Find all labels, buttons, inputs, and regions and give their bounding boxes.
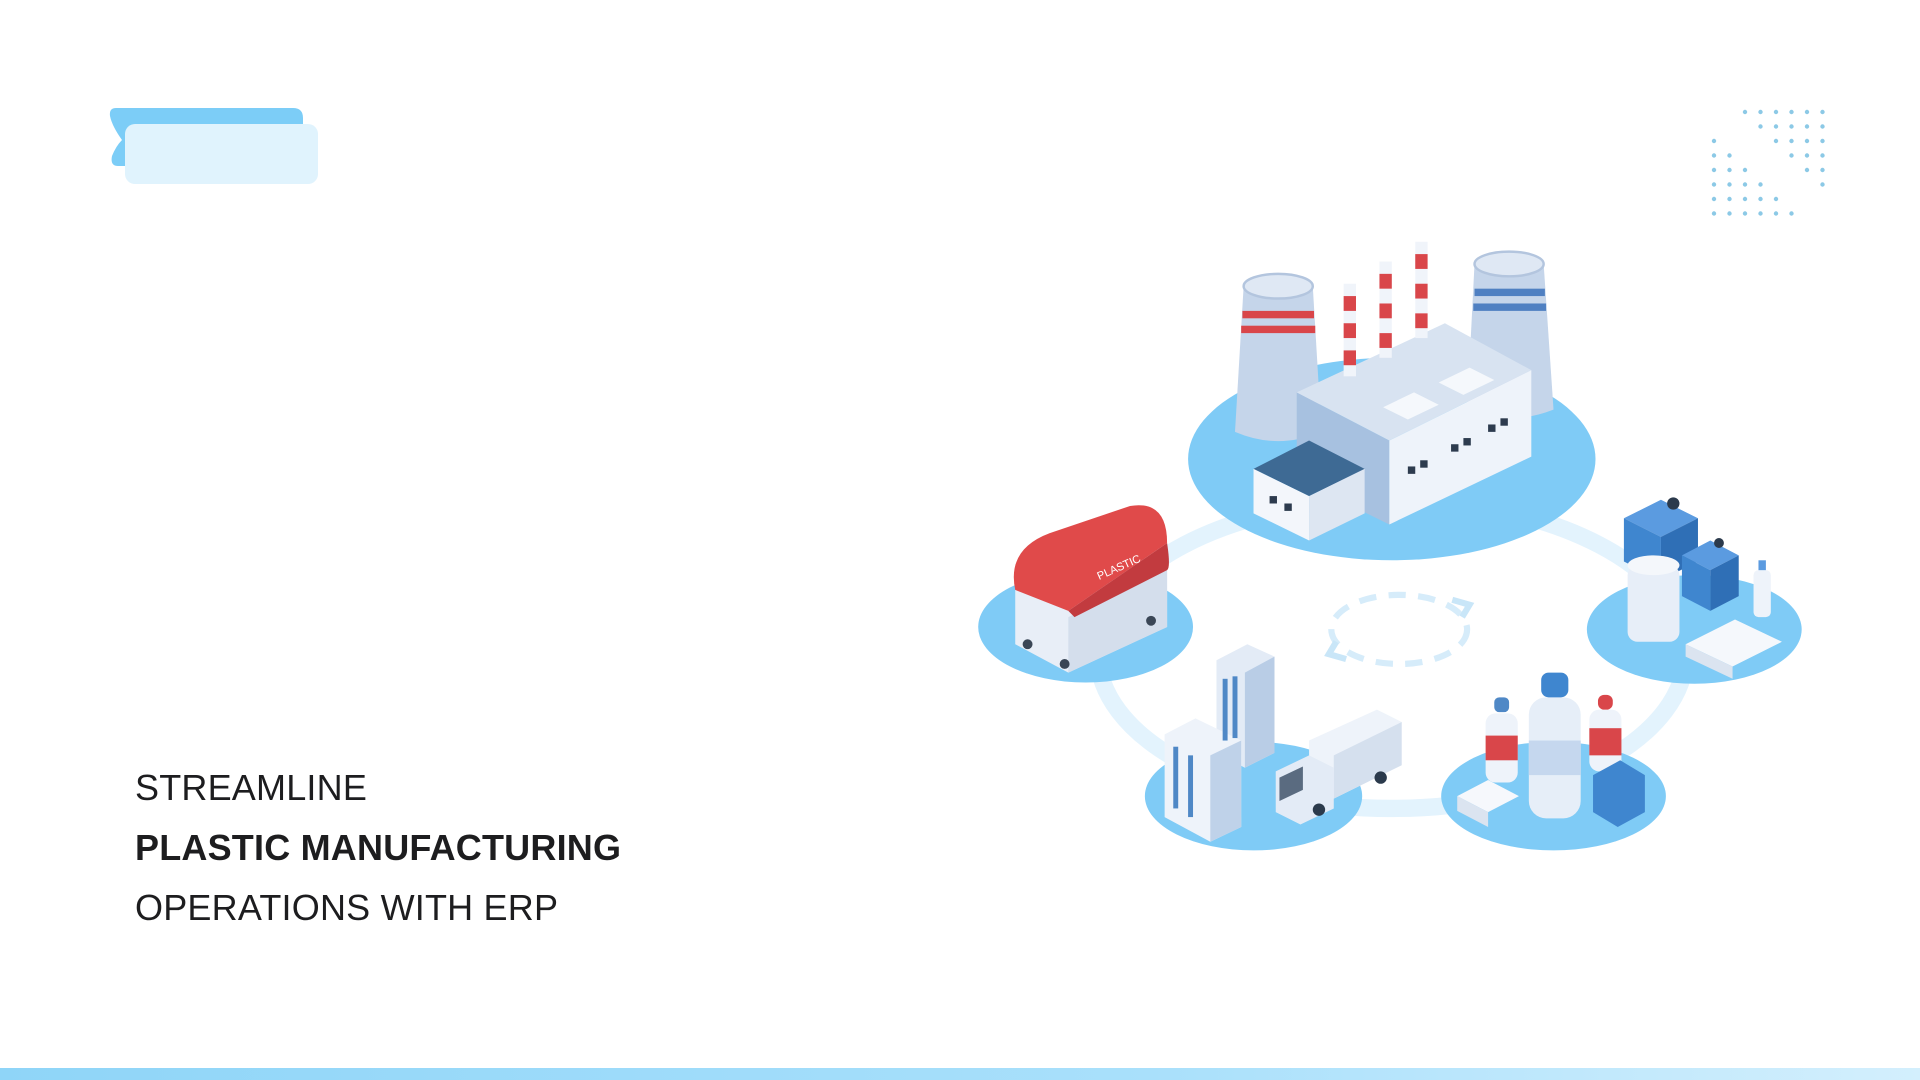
bottom-accent-bar <box>0 1068 1920 1080</box>
cycle-arrows-icon <box>1324 591 1475 668</box>
pattern-dot <box>1820 124 1825 129</box>
pattern-dot <box>1789 138 1794 144</box>
pattern-dot <box>1773 109 1779 115</box>
pattern-dot <box>1727 211 1732 216</box>
pattern-dot <box>1804 124 1810 129</box>
pattern-dot <box>1773 138 1779 144</box>
plastic-recycling-bin-icon: PLASTIC <box>1013 505 1169 673</box>
pattern-dot <box>1758 109 1763 115</box>
pattern-dot <box>1804 153 1810 158</box>
pattern-dot <box>1820 182 1825 187</box>
pattern-dot <box>1711 153 1717 158</box>
pattern-dot <box>1758 211 1763 216</box>
pattern-dot <box>1758 196 1763 202</box>
pattern-dot <box>1758 124 1763 129</box>
factory-icon <box>1235 241 1554 541</box>
headline-line-2: PLASTIC MANUFACTURING <box>135 827 622 868</box>
pattern-dot <box>1742 196 1748 202</box>
pattern-dot <box>1804 138 1810 144</box>
pattern-dot <box>1742 167 1748 173</box>
pattern-dot <box>1789 153 1794 158</box>
pattern-dot <box>1742 182 1748 187</box>
pattern-dot <box>1789 124 1794 129</box>
pattern-dot <box>1742 109 1748 115</box>
pattern-dot <box>1711 196 1717 202</box>
dot-pattern-decoration <box>1711 109 1825 216</box>
pattern-dot <box>1820 167 1825 173</box>
logo-front-card <box>125 124 318 184</box>
pattern-dot <box>1711 167 1717 173</box>
headline: STREAMLINE PLASTIC MANUFACTURING OPERATI… <box>135 758 621 938</box>
plastic-containers-icon <box>1623 497 1782 679</box>
pattern-dot <box>1711 138 1717 144</box>
pattern-dot <box>1804 167 1810 173</box>
pattern-dot <box>1789 211 1794 216</box>
brand-logo <box>109 108 318 184</box>
plastic-bottles-icon <box>1457 672 1645 827</box>
pattern-dot <box>1727 182 1732 187</box>
pattern-dot <box>1820 109 1825 115</box>
pattern-dot <box>1758 182 1763 187</box>
city-and-delivery-truck-icon <box>1164 644 1402 842</box>
plastic-manufacturing-cycle-illustration: PLASTIC <box>978 241 1802 851</box>
pattern-dot <box>1773 196 1779 202</box>
headline-line-1: STREAMLINE <box>135 767 368 808</box>
pattern-dot <box>1820 153 1825 158</box>
pattern-dot <box>1804 109 1810 115</box>
pattern-dot <box>1727 167 1732 173</box>
headline-line-3: OPERATIONS WITH ERP <box>135 887 559 928</box>
pattern-dot <box>1789 109 1794 115</box>
pattern-dot <box>1773 124 1779 129</box>
pattern-dot <box>1727 196 1732 202</box>
pattern-dot <box>1711 211 1717 216</box>
pattern-dot <box>1820 138 1825 144</box>
pattern-dot <box>1773 211 1779 216</box>
pattern-dot <box>1727 153 1732 158</box>
pattern-dot <box>1742 211 1748 216</box>
pattern-dot <box>1711 182 1717 187</box>
